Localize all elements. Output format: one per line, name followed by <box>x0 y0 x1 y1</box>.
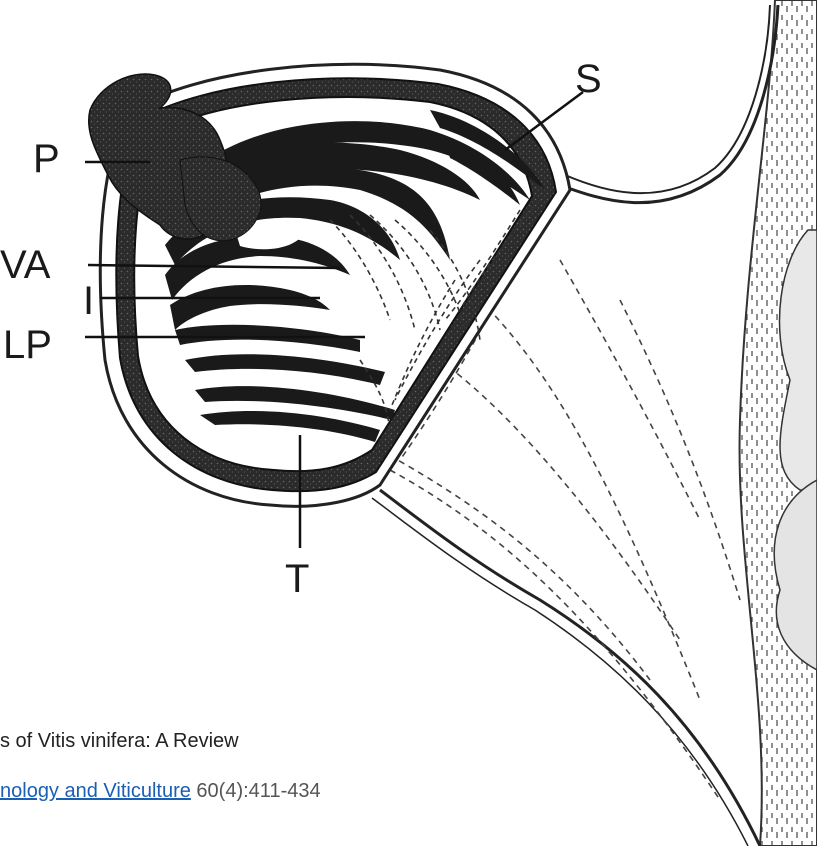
article-title-text: s of Vitis vinifera: A Review <box>0 730 239 752</box>
label-i: I <box>83 279 94 323</box>
label-va: VA <box>0 243 51 287</box>
label-p: P <box>33 137 60 181</box>
label-s: S <box>575 57 602 101</box>
label-lp: LP <box>3 323 52 367</box>
caption-article-title: s of Vitis vinifera: A Review <box>0 730 720 753</box>
label-t: T <box>285 557 309 601</box>
caption-source: nology and Viticulture 60(4):411-434 <box>0 780 720 803</box>
journal-reference: 60(4):411-434 <box>191 780 321 802</box>
journal-link[interactable]: nology and Viticulture <box>0 780 191 802</box>
